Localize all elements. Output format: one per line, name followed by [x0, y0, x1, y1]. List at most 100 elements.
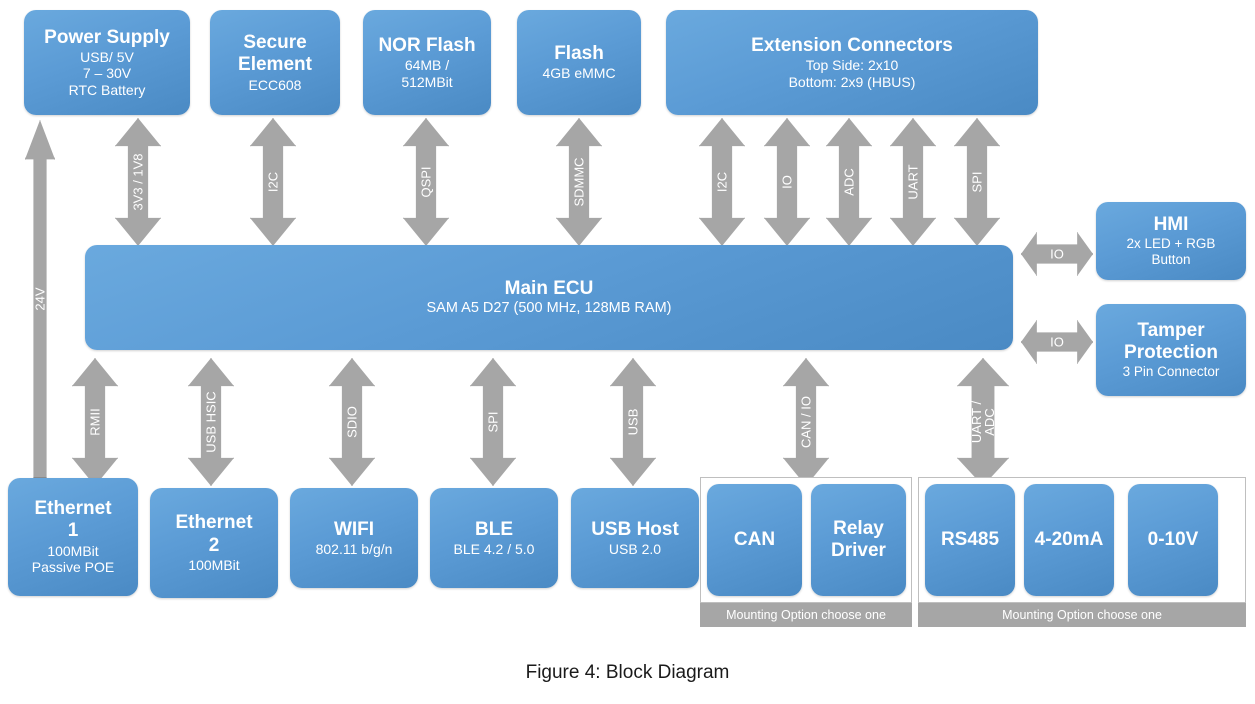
block-subline: USB/ 5V: [80, 48, 134, 65]
arrow-3v3-1v8: 3V3 / 1V8: [115, 118, 161, 246]
block-secure-element[interactable]: Secure Element ECC608: [210, 10, 340, 115]
block-subline: SAM A5 D27 (500 MHz, 128MB RAM): [426, 300, 672, 317]
arrow-uart-extension: UART: [890, 118, 936, 246]
arrow-label: 3V3 / 1V8: [130, 153, 146, 211]
arrow-label: SDMMC: [571, 157, 587, 207]
block-subline: 4GB eMMC: [542, 65, 616, 82]
block-title: RS485: [940, 528, 1000, 550]
arrow-label: ADC: [841, 168, 857, 196]
block-title: NOR Flash: [378, 34, 476, 56]
arrow-can-io: CAN / IO: [783, 358, 829, 486]
arrow-label: SPI: [969, 171, 985, 193]
block-subline: 64MB /: [404, 57, 450, 74]
block-subline: 100MBit: [47, 542, 99, 559]
block-subline: 100MBit: [188, 557, 240, 574]
arrow-usb-hsic: USB HSIC: [188, 358, 234, 486]
arrow-label: QSPI: [418, 166, 434, 198]
block-usb-host[interactable]: USB Host USB 2.0: [571, 488, 699, 588]
block-title: Secure: [243, 31, 307, 53]
block-subline: 7 – 30V: [82, 65, 132, 82]
block-title: Power Supply: [44, 26, 170, 48]
arrow-label: CAN / IO: [798, 395, 814, 449]
block-ble[interactable]: BLE BLE 4.2 / 5.0: [430, 488, 558, 588]
block-hmi[interactable]: HMI 2x LED + RGB Button: [1096, 202, 1246, 280]
block-subline: RTC Battery: [68, 81, 146, 98]
arrow-label: IO: [779, 175, 795, 189]
arrow-io-tamper: IO: [1021, 320, 1093, 364]
arrow-label: USB: [625, 408, 641, 436]
block-wifi[interactable]: WIFI 802.11 b/g/n: [290, 488, 418, 588]
arrow-label: I2C: [714, 171, 730, 193]
arrow-24v: 24V: [25, 120, 55, 478]
block-title: Element: [238, 54, 312, 76]
block-tamper-protection[interactable]: Tamper Protection 3 Pin Connector: [1096, 304, 1246, 396]
arrow-label: IO: [1050, 334, 1064, 350]
block-title: Relay: [833, 517, 884, 539]
block-extension-connectors[interactable]: Extension Connectors Top Side: 2x10 Bott…: [666, 10, 1038, 115]
arrow-sdmmc: SDMMC: [556, 118, 602, 246]
block-main-ecu[interactable]: Main ECU SAM A5 D27 (500 MHz, 128MB RAM): [85, 245, 1013, 350]
block-title: BLE: [475, 518, 513, 540]
block-ethernet-2[interactable]: Ethernet 2 100MBit: [150, 488, 278, 598]
arrow-io-extension: IO: [764, 118, 810, 246]
block-title: Ethernet: [34, 498, 112, 520]
block-subline: 512MBit: [401, 73, 453, 90]
block-flash[interactable]: Flash 4GB eMMC: [517, 10, 641, 115]
arrow-io-hmi: IO: [1021, 232, 1093, 276]
block-ethernet-1[interactable]: Ethernet 1 100MBit Passive POE: [8, 478, 138, 596]
arrow-label: SPI: [485, 411, 501, 433]
block-subline: 3 Pin Connector: [1122, 364, 1220, 380]
block-title: Main ECU: [504, 277, 594, 299]
arrow-uart-adc: UART / ADC: [957, 358, 1009, 486]
arrow-label-line2: ADC: [982, 408, 997, 436]
block-title: Flash: [554, 43, 604, 65]
arrow-i2c-secure-element: I2C: [250, 118, 296, 246]
block-subline: ECC608: [248, 76, 302, 93]
arrow-label: IO: [1050, 246, 1064, 262]
block-subline: USB 2.0: [608, 540, 662, 557]
block-rs485[interactable]: RS485: [925, 484, 1015, 596]
block-title: Ethernet: [175, 512, 253, 534]
block-subline: 2x LED + RGB: [1126, 236, 1216, 252]
block-title: WIFI: [333, 518, 375, 540]
block-subline: Button: [1151, 252, 1191, 268]
arrow-usb: USB: [610, 358, 656, 486]
arrow-spi-extension: SPI: [954, 118, 1000, 246]
block-title: 2: [208, 534, 220, 556]
arrow-spi-ble: SPI: [470, 358, 516, 486]
block-title: HMI: [1153, 213, 1189, 235]
mounting-group-2-footer: Mounting Option choose one: [918, 603, 1246, 627]
arrow-label: UART: [905, 164, 921, 200]
figure-caption: Figure 4: Block Diagram: [525, 662, 730, 683]
block-title: USB Host: [591, 518, 679, 540]
arrow-label: USB HSIC: [203, 391, 219, 453]
block-subline: Bottom: 2x9 (HBUS): [788, 73, 916, 90]
block-4-20ma[interactable]: 4-20mA: [1024, 484, 1114, 596]
block-subline: BLE 4.2 / 5.0: [453, 540, 535, 557]
block-title: Tamper: [1137, 319, 1205, 341]
arrow-label: 24V: [32, 287, 48, 311]
arrow-qspi: QSPI: [403, 118, 449, 246]
block-subline: Passive POE: [31, 559, 115, 576]
block-relay-driver[interactable]: Relay Driver: [811, 484, 906, 596]
mounting-group-1-footer: Mounting Option choose one: [700, 603, 912, 627]
arrow-i2c-extension: I2C: [699, 118, 745, 246]
block-title: 1: [67, 520, 79, 542]
block-title: Protection: [1124, 342, 1218, 364]
arrow-label: I2C: [265, 171, 281, 193]
block-title: Extension Connectors: [751, 34, 953, 56]
block-0-10v[interactable]: 0-10V: [1128, 484, 1218, 596]
arrow-sdio: SDIO: [329, 358, 375, 486]
block-title: 0-10V: [1147, 528, 1199, 550]
block-title: Driver: [831, 540, 886, 561]
arrow-label: RMII: [87, 408, 103, 436]
block-can[interactable]: CAN: [707, 484, 802, 596]
block-nor-flash[interactable]: NOR Flash 64MB / 512MBit: [363, 10, 491, 115]
arrow-adc-extension: ADC: [826, 118, 872, 246]
block-subline: Top Side: 2x10: [805, 57, 899, 74]
block-power-supply[interactable]: Power Supply USB/ 5V 7 – 30V RTC Battery: [24, 10, 190, 115]
block-subline: 802.11 b/g/n: [315, 540, 393, 557]
arrow-rmii: RMII: [72, 358, 118, 486]
block-title: 4-20mA: [1034, 528, 1104, 550]
arrow-label: UART / ADC: [969, 401, 997, 443]
